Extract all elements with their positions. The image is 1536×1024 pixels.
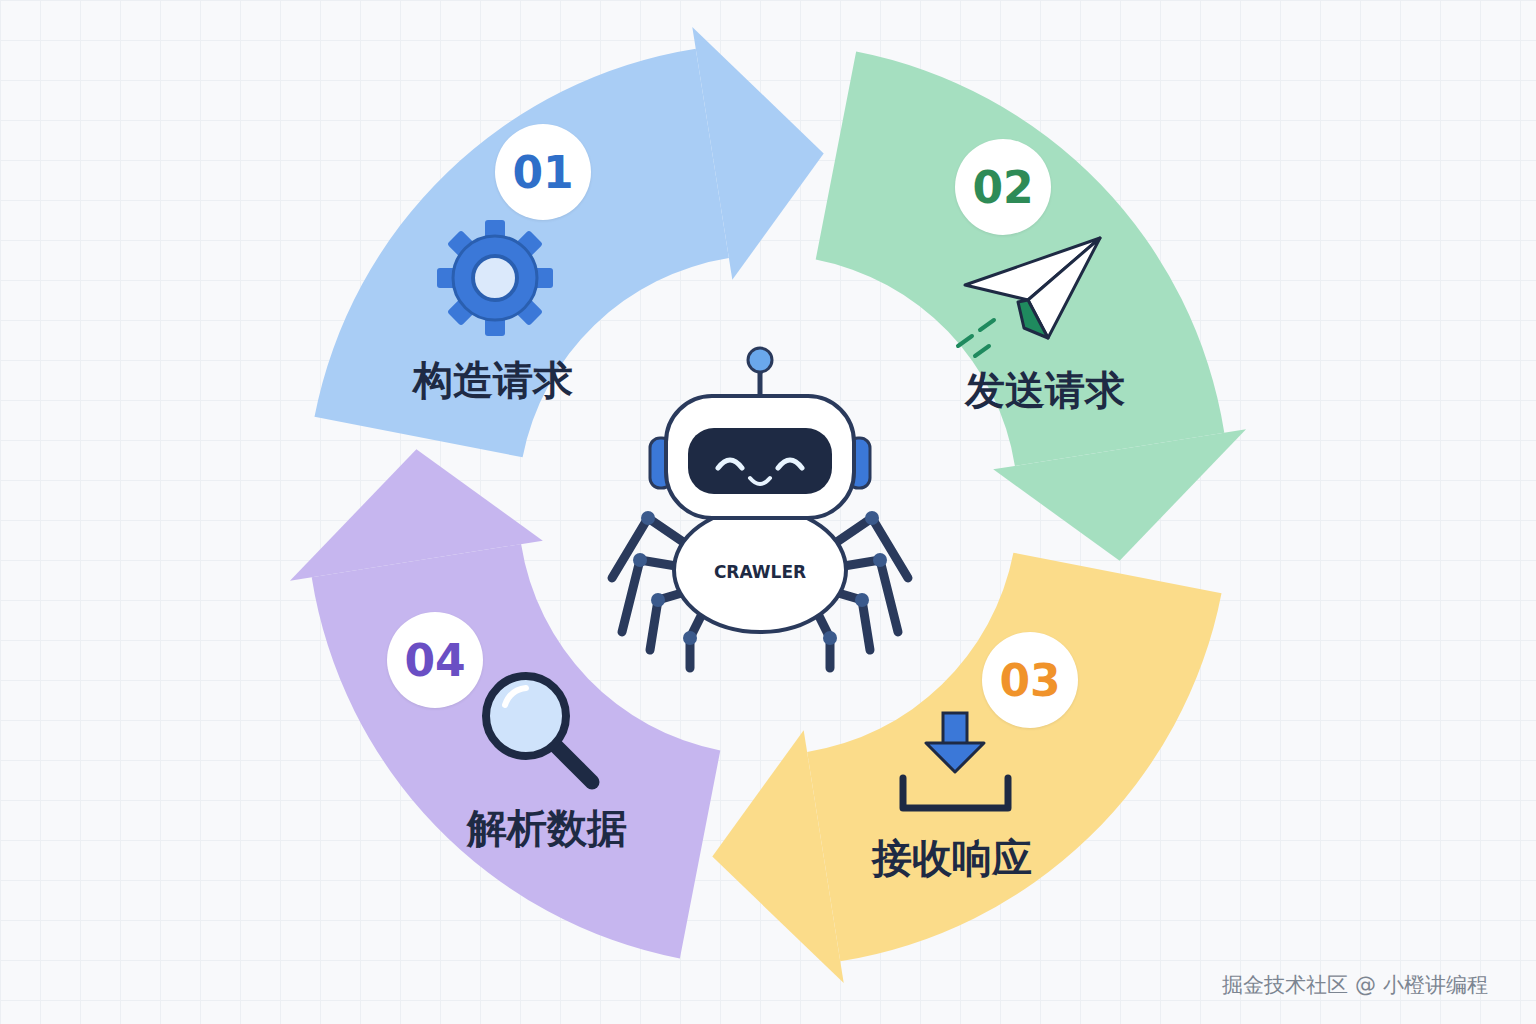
robot-body: [674, 508, 846, 632]
gear-hub: [473, 256, 517, 300]
cycle-step-band: 01 构造请求: [314, 48, 729, 458]
gear-body: [453, 236, 537, 320]
band-shape: [311, 544, 721, 959]
watermark: 掘金技术社区 @ 小橙讲编程: [1222, 971, 1487, 999]
cycle-step-band: 04 解析数据: [311, 544, 721, 959]
step-label: 发送请求: [965, 363, 1125, 418]
leg-joint: [633, 553, 647, 567]
leg-joint: [683, 631, 697, 645]
robot-eye: [718, 460, 742, 468]
step-label: 构造请求: [413, 353, 573, 408]
robot-head: [666, 396, 854, 518]
robot-eye: [778, 460, 802, 468]
step-number: 03: [982, 632, 1078, 728]
robot-name: CRAWLER: [714, 562, 806, 582]
gear-teeth: [437, 220, 553, 336]
robot-antenna: [758, 370, 763, 398]
band-fill: [807, 553, 1221, 962]
band-fill: [312, 544, 721, 958]
crawler-robot: [612, 348, 908, 668]
step-number: 01: [495, 124, 591, 220]
step-number: 04: [387, 612, 483, 708]
band-shape: [807, 552, 1222, 962]
robot-screen: [688, 428, 832, 494]
magnifier-lens: [486, 676, 566, 756]
leg-joint: [865, 511, 879, 525]
download-arrow-shaft: [943, 713, 967, 745]
cycle-step-band: 02 发送请求: [815, 51, 1225, 466]
cycle-step-band: 03 接收响应: [807, 552, 1222, 962]
leg-joint: [855, 593, 869, 607]
antenna-ball: [748, 348, 772, 372]
leg-joint: [641, 511, 655, 525]
band-fill: [314, 49, 728, 458]
leg-joint: [823, 631, 837, 645]
band-fill: [816, 51, 1225, 465]
lens-highlight: [505, 688, 526, 705]
gear-icon: [437, 220, 553, 336]
leg-joint: [651, 593, 665, 607]
step-label: 接收响应: [872, 831, 1032, 886]
step-number: 02: [955, 139, 1051, 235]
step-label: 解析数据: [467, 801, 627, 856]
leg-joint: [873, 553, 887, 567]
robot-smile: [750, 478, 770, 484]
